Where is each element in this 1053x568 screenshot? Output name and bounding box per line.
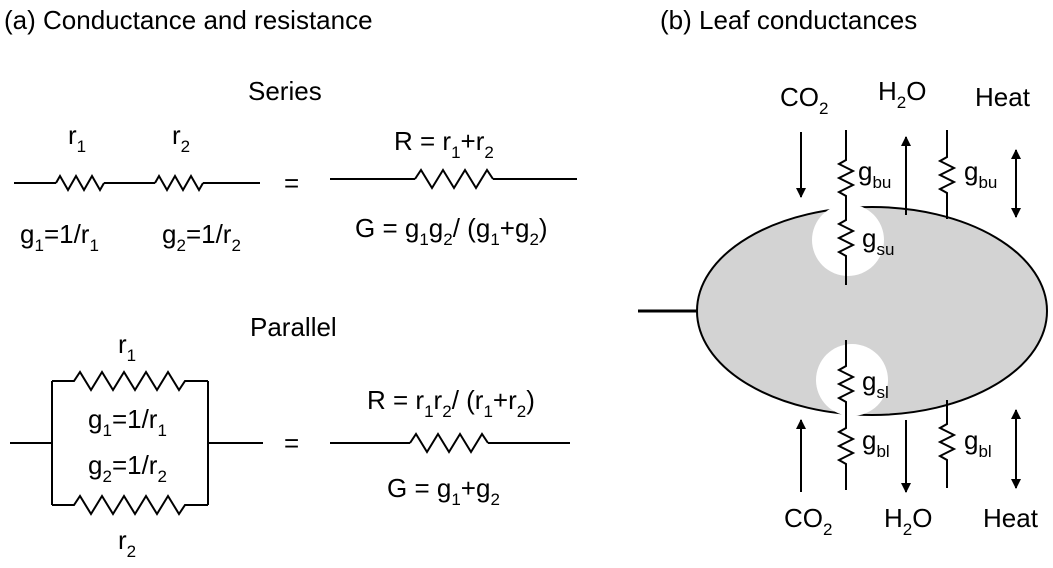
parallel-g1-equation: g1=1/r1 xyxy=(88,404,167,440)
parallel-g2-equation: g2=1/r2 xyxy=(88,450,167,486)
bottom-boundary-resistor-right xyxy=(937,400,957,488)
bottom-stomatal-resistor xyxy=(836,340,856,414)
series-R-equation: R = r1+r2 xyxy=(394,126,494,162)
parallel-circuit xyxy=(10,370,263,516)
top-heat-label: Heat xyxy=(975,82,1031,112)
lower-stomatal-cavity xyxy=(816,344,888,416)
top-h2o-label: H2O xyxy=(878,76,926,112)
parallel-equivalent-resistor xyxy=(409,432,489,454)
series-resistor-r2 xyxy=(154,173,204,193)
series-equivalent-circuit xyxy=(330,168,577,190)
bottom-g-bl-left-label: gbl xyxy=(862,425,890,461)
top-g-bu-right-label: gbu xyxy=(964,156,997,192)
parallel-r2-label: r2 xyxy=(118,525,136,561)
upper-stomatal-cavity xyxy=(812,204,884,276)
parallel-heading: Parallel xyxy=(250,312,337,342)
series-equals-sign: = xyxy=(284,168,299,198)
top-boundary-resistor-left xyxy=(836,130,856,212)
bottom-g-bl-right-label: gbl xyxy=(964,425,992,461)
bottom-boundary-resistor-left xyxy=(836,414,856,490)
top-g-su-label: gsu xyxy=(862,223,894,259)
parallel-resistor-r1 xyxy=(52,370,208,392)
series-G-equation: G = g1g2/ (g1+g2) xyxy=(355,213,548,249)
bottom-heat-label: Heat xyxy=(983,503,1039,533)
series-resistor-r1 xyxy=(55,173,105,193)
bottom-g-sl-label: gsl xyxy=(862,366,889,402)
series-r2-label: r2 xyxy=(172,120,190,156)
panel-a-title: (a) Conductance and resistance xyxy=(4,5,373,35)
top-boundary-resistor-right xyxy=(937,130,957,219)
bottom-h2o-label: H2O xyxy=(884,503,932,539)
series-r1-label: r1 xyxy=(68,120,86,156)
series-g1-equation: g1=1/r1 xyxy=(20,219,99,255)
top-g-bu-left-label: gbu xyxy=(858,156,891,192)
series-equivalent-resistor xyxy=(414,168,494,190)
parallel-resistor-r2 xyxy=(52,494,208,516)
bottom-co2-label: CO2 xyxy=(784,503,832,539)
parallel-equivalent-circuit xyxy=(330,432,570,454)
parallel-r1-label: r1 xyxy=(118,329,136,365)
top-co2-label: CO2 xyxy=(780,82,828,118)
leaf-cross-section xyxy=(696,206,1048,416)
series-g2-equation: g2=1/r2 xyxy=(162,219,241,255)
series-circuit xyxy=(14,173,260,193)
parallel-equals-sign: = xyxy=(284,428,299,458)
parallel-G-equation: G = g1+g2 xyxy=(387,473,500,509)
top-stomatal-resistor xyxy=(836,212,856,285)
series-heading: Series xyxy=(248,76,322,106)
parallel-R-equation: R = r1r2/ (r1+r2) xyxy=(367,385,535,421)
panel-b-title: (b) Leaf conductances xyxy=(660,5,917,35)
